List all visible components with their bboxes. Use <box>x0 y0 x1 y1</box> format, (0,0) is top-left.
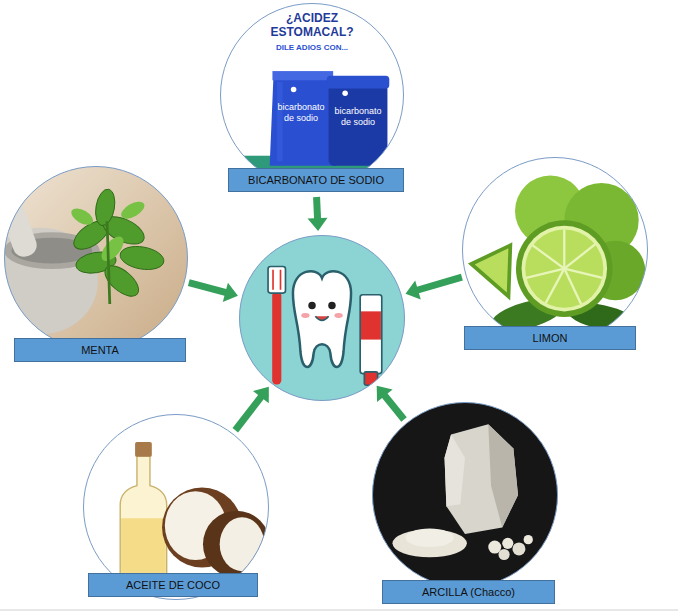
label-box: LIMON <box>464 326 636 350</box>
label-box: ARCILLA (Chacco) <box>382 580 555 604</box>
lime-picture <box>462 157 648 343</box>
arrow-shaft <box>235 396 261 430</box>
arrow-connector <box>308 197 328 231</box>
arrow-shaft <box>384 395 404 420</box>
center-node <box>239 235 405 401</box>
node-label: LIMON <box>533 332 568 345</box>
arrow-head <box>377 386 393 402</box>
arrow-connector <box>235 387 269 430</box>
arrow-connector <box>406 277 462 299</box>
arrow-shaft <box>189 283 227 293</box>
ingredient-node: ARCILLA (Chacco) <box>372 402 558 604</box>
tooth-picture <box>239 235 405 401</box>
ingredient-node: MENTA <box>4 166 188 362</box>
arrow-head <box>253 387 269 403</box>
label-box: MENTA <box>14 338 186 362</box>
clay-picture <box>372 402 558 588</box>
baking-soda-picture <box>220 3 404 187</box>
circle-outline <box>462 157 648 343</box>
picture-text: DILE ADIOS CON... <box>252 43 372 53</box>
node-label: MENTA <box>81 344 119 357</box>
ingredient-node: ACEITE DE COCO <box>83 414 269 600</box>
arrow-head <box>406 280 421 299</box>
arrow-shaft <box>417 277 462 290</box>
node-label: ACEITE DE COCO <box>126 579 220 592</box>
circle-outline <box>239 235 405 401</box>
label-box: ACEITE DE COCO <box>88 573 258 597</box>
picture-text: ¿ACIDEZ ESTOMACAL? <box>262 11 362 39</box>
picture-text: bicarbonato de sodio <box>332 106 384 128</box>
picture-text: bicarbonato de sodio <box>272 102 330 124</box>
arrow-connector <box>377 386 404 420</box>
arrow-head <box>223 283 238 302</box>
node-label: BICARBONATO DE SODIO <box>248 174 384 187</box>
circle-outline <box>4 166 188 350</box>
mint-picture <box>0 166 188 350</box>
page-rule <box>0 610 678 611</box>
ingredient-node: LIMON <box>462 157 648 350</box>
node-label: ARCILLA (Chacco) <box>422 586 515 599</box>
arrow-connector <box>189 283 238 302</box>
arrow-head <box>308 218 328 231</box>
label-box: BICARBONATO DE SODIO <box>228 168 404 192</box>
coconut-oil-picture <box>83 414 270 600</box>
arrow-shaft <box>313 197 321 219</box>
circle-outline <box>372 402 558 588</box>
